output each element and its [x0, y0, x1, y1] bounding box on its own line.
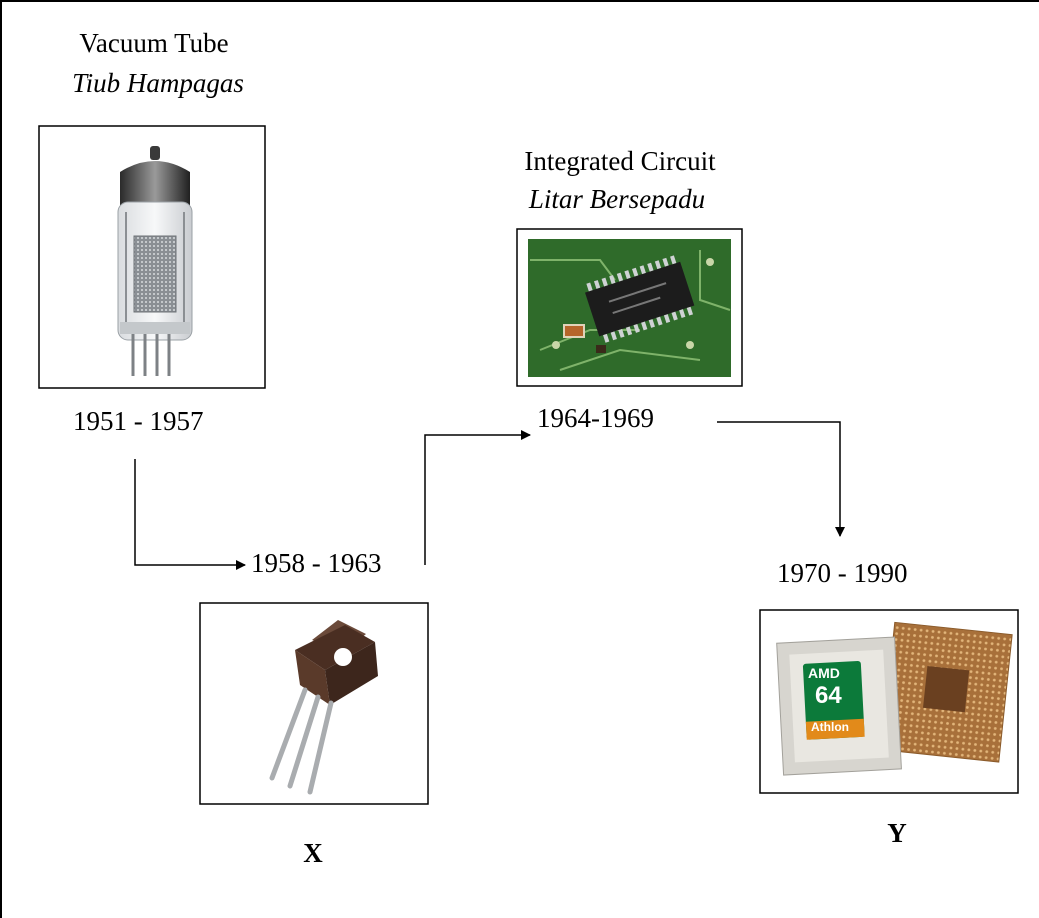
connector-transistor-to-ic	[424, 430, 531, 565]
chip-brand: AMD	[808, 665, 840, 681]
vacuum-tube-years: 1951 - 1957	[73, 406, 204, 436]
integrated-circuit-name: Integrated Circuit	[524, 146, 716, 176]
integrated-circuit-years: 1964-1969	[537, 403, 654, 433]
transistor-years: 1958 - 1963	[251, 548, 382, 578]
vacuum-tube-icon	[117, 146, 193, 376]
connector-ic-to-microprocessor	[717, 421, 845, 537]
connector-vacuum-to-transistor	[134, 459, 246, 570]
microprocessor-icon	[776, 621, 1013, 776]
transistor-label: X	[303, 838, 323, 868]
vacuum-tube-name: Vacuum Tube	[79, 28, 229, 58]
chip-line: Athlon	[811, 720, 849, 734]
transistor-icon	[269, 620, 378, 795]
microprocessor-years: 1970 - 1990	[777, 558, 908, 588]
chip-model: 64	[815, 682, 842, 709]
integrated-circuit-name-ms: Litar Bersepadu	[528, 184, 706, 214]
integrated-circuit-icon	[528, 239, 731, 377]
microprocessor-label: Y	[887, 818, 907, 848]
vacuum-tube-name-ms: Tiub Hampagas	[72, 68, 244, 98]
